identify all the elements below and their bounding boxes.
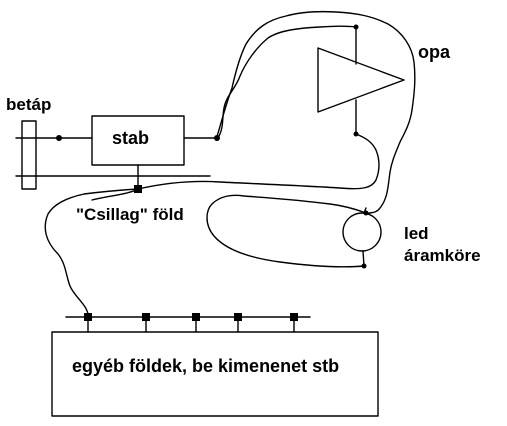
label-led: led — [404, 224, 429, 243]
star-ground-node — [134, 185, 142, 193]
bus-node — [84, 313, 92, 321]
star-ground-wire — [44, 188, 139, 315]
junction-dot — [214, 135, 220, 141]
label-csillag-fold: "Csillag" föld — [76, 205, 184, 224]
junction-dot — [361, 263, 367, 269]
bus-node — [192, 313, 200, 321]
led-circle — [342, 212, 382, 252]
label-led-circuit: áramköre — [404, 246, 481, 265]
bus-node — [234, 313, 242, 321]
bus-node — [290, 313, 298, 321]
label-other-grounds: egyéb földek, be kimenenet stb — [72, 356, 340, 376]
junction-dot — [353, 24, 359, 30]
junction-dot — [363, 210, 369, 216]
other-grounds-block — [51, 331, 379, 417]
junction-dot — [353, 131, 359, 137]
opamp-supply-wire-bottom — [137, 133, 380, 190]
power-input-connector — [21, 120, 37, 190]
led-lead-bottom — [362, 250, 365, 267]
junction-dot — [56, 135, 62, 141]
opamp-supply-wire-top — [217, 25, 357, 139]
led-ground-wire — [206, 194, 367, 268]
label-opa: opa — [418, 42, 451, 62]
bus-node — [142, 313, 150, 321]
label-betap: betáp — [6, 95, 52, 114]
opamp-supply-wire-outer — [215, 10, 416, 215]
label-stab: stab — [112, 128, 150, 148]
opamp-triangle — [317, 47, 405, 113]
